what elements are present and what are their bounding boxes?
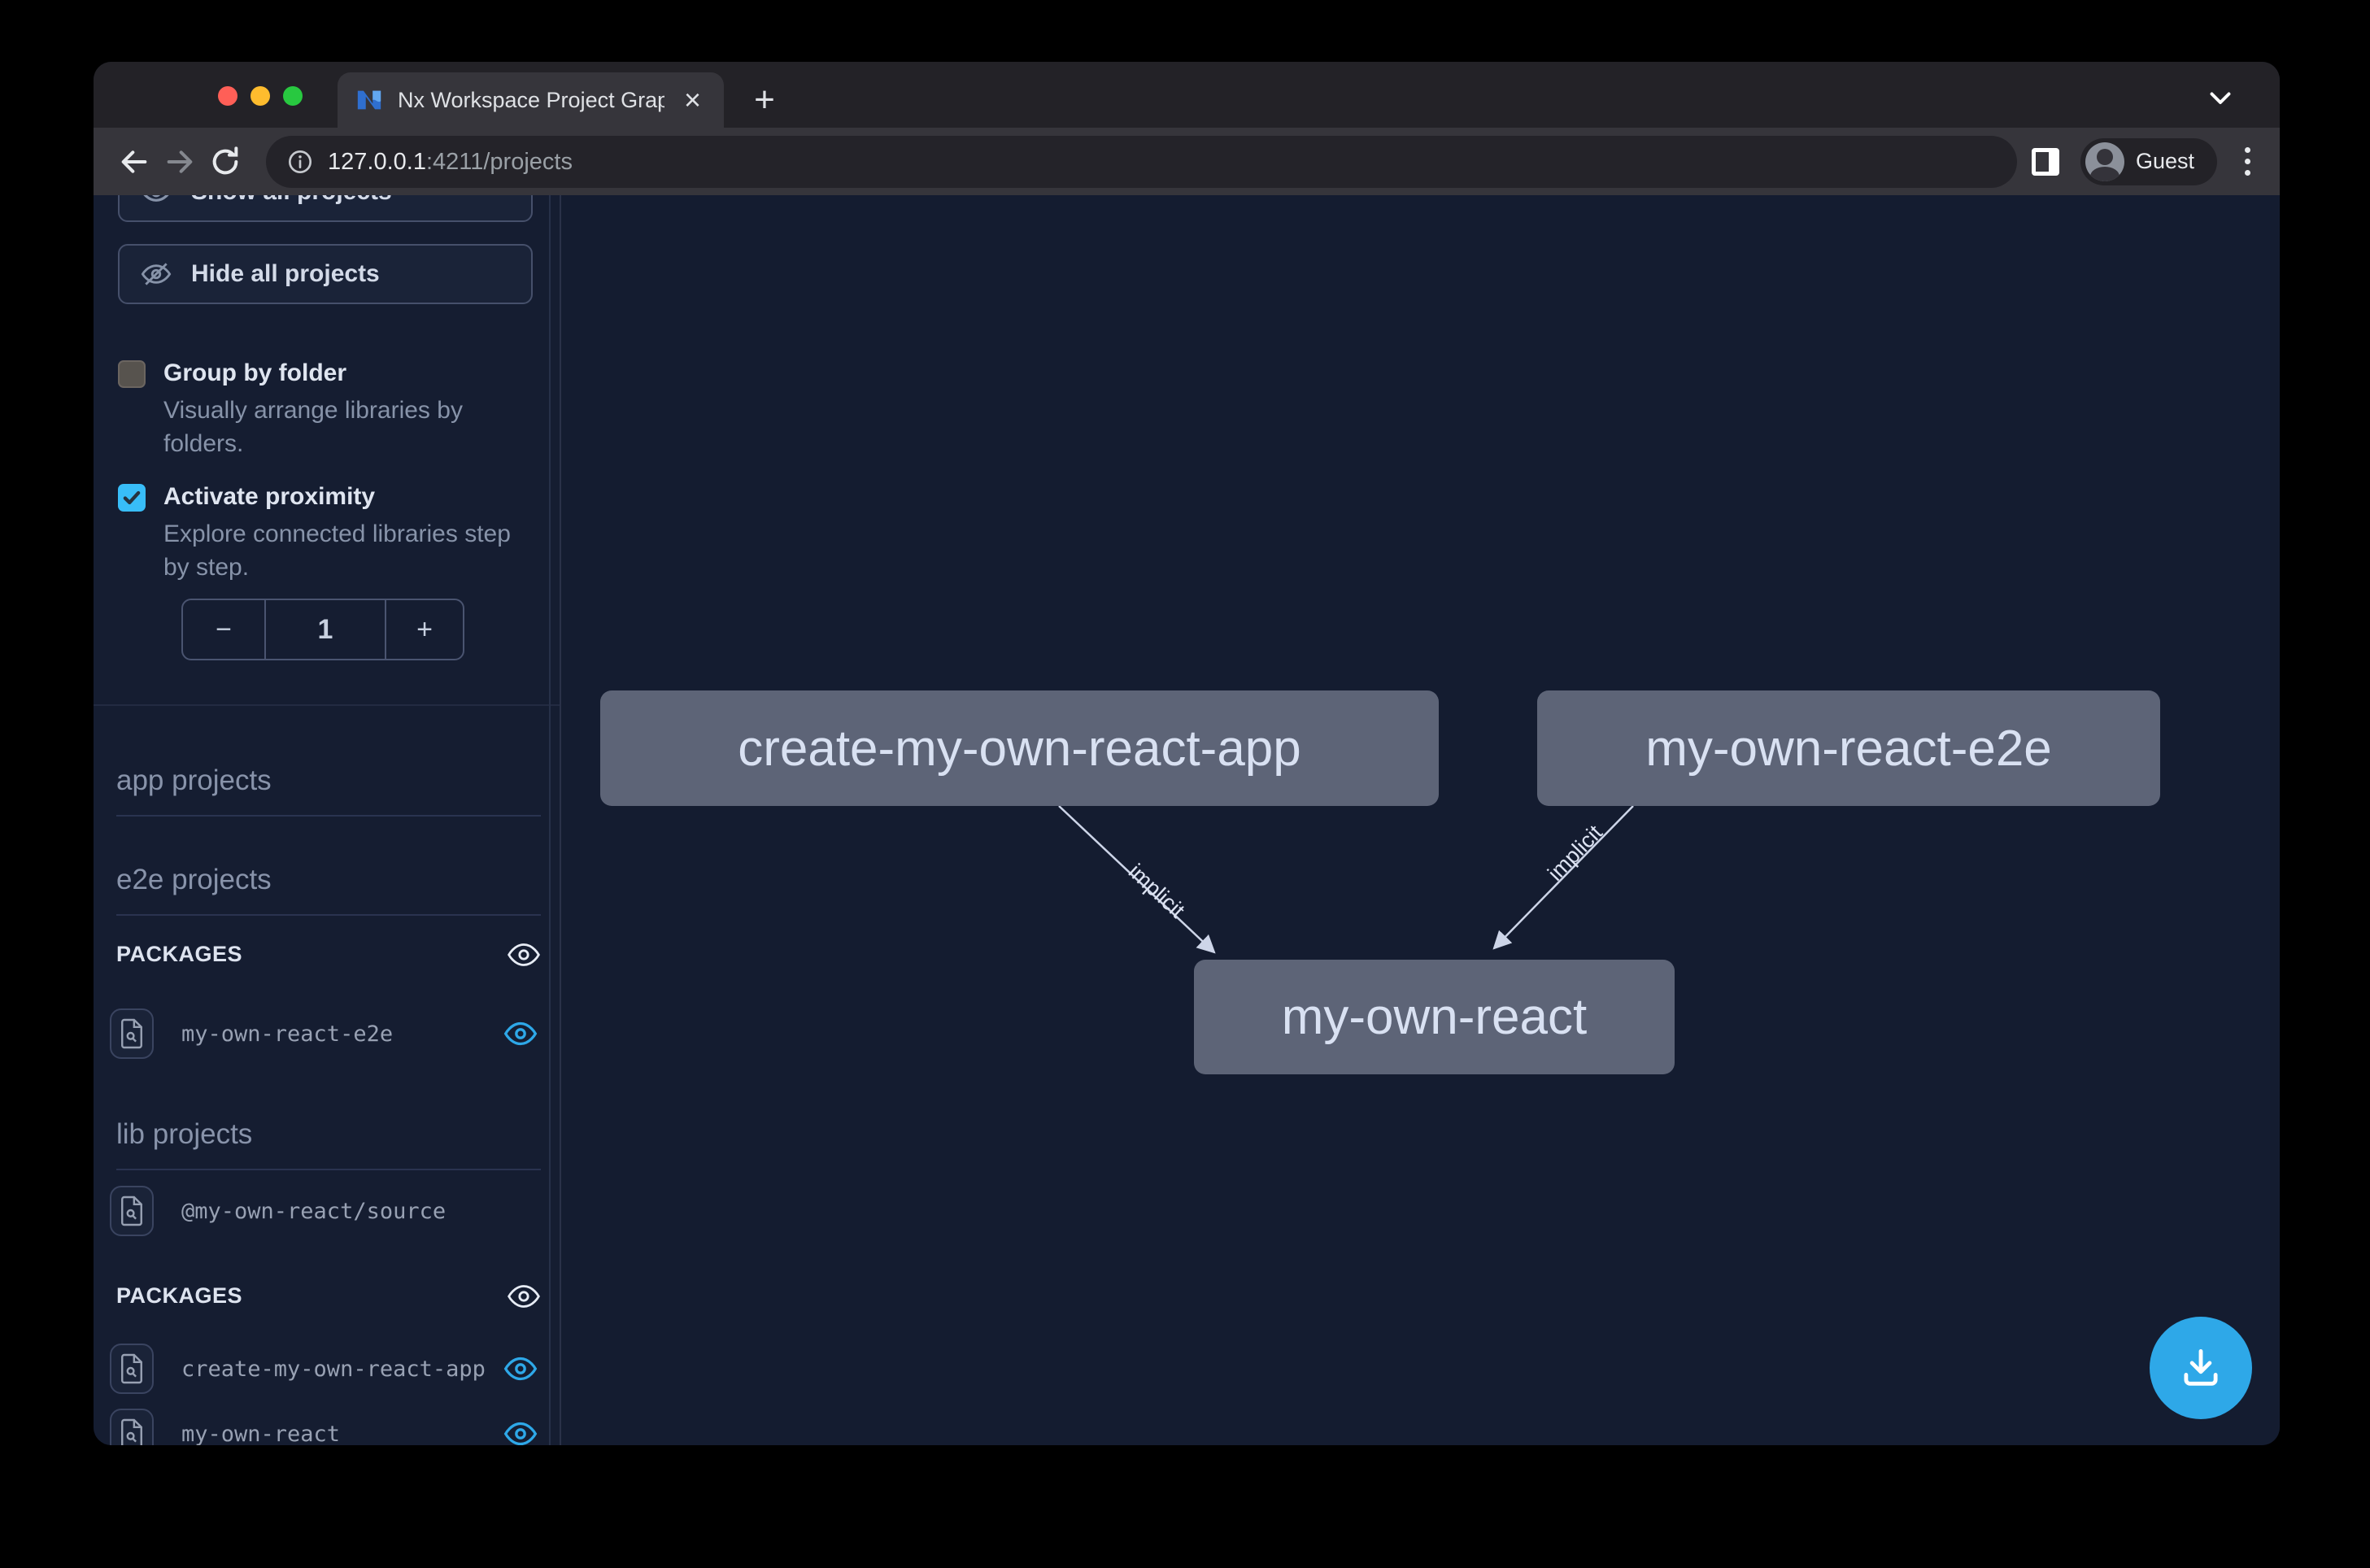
browser-toolbar: 127.0.0.1:4211/projects Guest [94, 128, 2280, 195]
graph-edges: implicit implicit [1058, 805, 1634, 954]
group-by-folder-option: Group by folder Visually arrange librari… [118, 358, 537, 460]
activate-proximity-description: Explore connected libraries step by step… [163, 520, 511, 581]
packages-section-header: PACKAGES [116, 942, 541, 967]
chevron-down-icon[interactable] [2206, 83, 2235, 112]
graph-node-create-my-own-react-app[interactable]: create-my-own-react-app [600, 690, 1439, 806]
url-path: :4211/projects [425, 148, 573, 175]
project-row: @my-own-react/source [110, 1186, 547, 1236]
back-button[interactable] [111, 139, 157, 185]
reload-button[interactable] [203, 139, 248, 185]
project-row: my-own-react [110, 1409, 547, 1445]
back-arrow-icon [121, 150, 147, 173]
forward-button[interactable] [157, 139, 203, 185]
download-icon [2184, 1349, 2218, 1386]
browser-window: Nx Workspace Project Graph × + 127.0.0.1… [94, 62, 2280, 1445]
hide-all-projects-label: Hide all projects [191, 260, 380, 287]
eye-off-icon [141, 263, 172, 285]
profile-label: Guest [2135, 149, 2194, 173]
toggle-project-visibility-icon[interactable] [503, 1357, 538, 1381]
minimize-window-button[interactable] [251, 86, 270, 106]
edge-create-to-react [1058, 805, 1216, 954]
toggle-project-visibility-icon[interactable] [503, 1422, 538, 1445]
toggle-project-visibility-icon[interactable] [503, 1021, 538, 1046]
project-name[interactable]: my-own-react-e2e [181, 1021, 394, 1047]
activate-proximity-checkbox[interactable] [118, 484, 146, 512]
e2e-projects-heading: e2e projects [116, 864, 541, 916]
reload-icon [212, 146, 238, 174]
address-bar[interactable]: 127.0.0.1:4211/projects [266, 136, 2017, 188]
nx-favicon-icon [357, 90, 381, 110]
edge-e2e-to-react [1492, 805, 1634, 950]
edge-label: implicit [1543, 820, 1607, 886]
show-all-projects-label: Show all projects [191, 195, 392, 206]
graph-node-my-own-react[interactable]: my-own-react [1194, 960, 1675, 1074]
project-name[interactable]: @my-own-react/source [181, 1198, 447, 1224]
decrement-button[interactable]: − [183, 600, 266, 659]
url-host: 127.0.0.1 [328, 148, 426, 175]
packages-label: PACKAGES [116, 1283, 243, 1308]
lib-projects-heading: lib projects [116, 1118, 541, 1170]
app-projects-heading: app projects [116, 764, 541, 817]
side-panel-icon[interactable] [2031, 147, 2059, 176]
increment-button[interactable]: + [385, 600, 463, 659]
file-search-icon [121, 1418, 142, 1445]
project-name[interactable]: create-my-own-react-app [181, 1356, 486, 1382]
file-search-icon [121, 1018, 142, 1049]
traffic-lights [218, 86, 303, 106]
sidebar-divider [94, 704, 560, 706]
project-details-button[interactable] [110, 1186, 154, 1236]
toggle-section-visibility-icon[interactable] [507, 1284, 541, 1309]
group-by-folder-description: Visually arrange libraries by folders. [163, 396, 463, 457]
project-details-button[interactable] [110, 1409, 154, 1445]
project-row: create-my-own-react-app [110, 1344, 547, 1394]
url-text: 127.0.0.1:4211/projects [328, 149, 573, 176]
proximity-depth-stepper: − 1 + [181, 599, 464, 660]
project-details-button[interactable] [110, 1008, 154, 1059]
file-search-icon [121, 1196, 142, 1226]
activate-proximity-option: Activate proximity Explore connected lib… [118, 481, 537, 584]
proximity-depth-value: 1 [317, 613, 333, 645]
tab-strip: Nx Workspace Project Graph × + [94, 62, 2280, 128]
tab-title: Nx Workspace Project Graph [398, 87, 664, 112]
hide-all-projects-button[interactable]: Hide all projects [118, 244, 533, 304]
close-window-button[interactable] [218, 86, 237, 106]
packages-section-header: PACKAGES [116, 1283, 541, 1309]
checkmark-icon [123, 490, 141, 505]
packages-label: PACKAGES [116, 942, 243, 966]
browser-menu-button[interactable] [2238, 147, 2257, 176]
profile-button[interactable]: Guest [2080, 137, 2217, 185]
graph-node-my-own-react-e2e[interactable]: my-own-react-e2e [1537, 690, 2160, 806]
site-info-icon[interactable] [287, 149, 313, 175]
activate-proximity-label: Activate proximity [163, 483, 376, 510]
project-details-button[interactable] [110, 1344, 154, 1394]
project-row: my-own-react-e2e [110, 1008, 547, 1059]
project-graph-canvas[interactable]: implicit implicit create-my-own-react-ap… [561, 195, 2280, 1445]
group-by-folder-checkbox[interactable] [118, 360, 146, 388]
avatar [2085, 142, 2124, 181]
sidebar: Show all projects Hide all projects Grou… [94, 195, 561, 1445]
eye-icon [143, 195, 169, 202]
edge-label: implicit [1124, 859, 1190, 923]
file-search-icon [121, 1353, 142, 1384]
download-graph-button[interactable] [2150, 1317, 2252, 1419]
new-tab-button[interactable]: + [754, 80, 775, 120]
project-name[interactable]: my-own-react [181, 1421, 341, 1446]
sidebar-scrollbar[interactable] [549, 195, 551, 1445]
show-all-projects-button[interactable]: Show all projects [118, 195, 533, 222]
toggle-section-visibility-icon[interactable] [507, 943, 541, 967]
browser-tab[interactable]: Nx Workspace Project Graph × [338, 72, 724, 128]
close-tab-icon[interactable]: × [683, 83, 701, 116]
forward-arrow-icon [167, 150, 193, 173]
zoom-window-button[interactable] [283, 86, 303, 106]
group-by-folder-label: Group by folder [163, 359, 346, 386]
